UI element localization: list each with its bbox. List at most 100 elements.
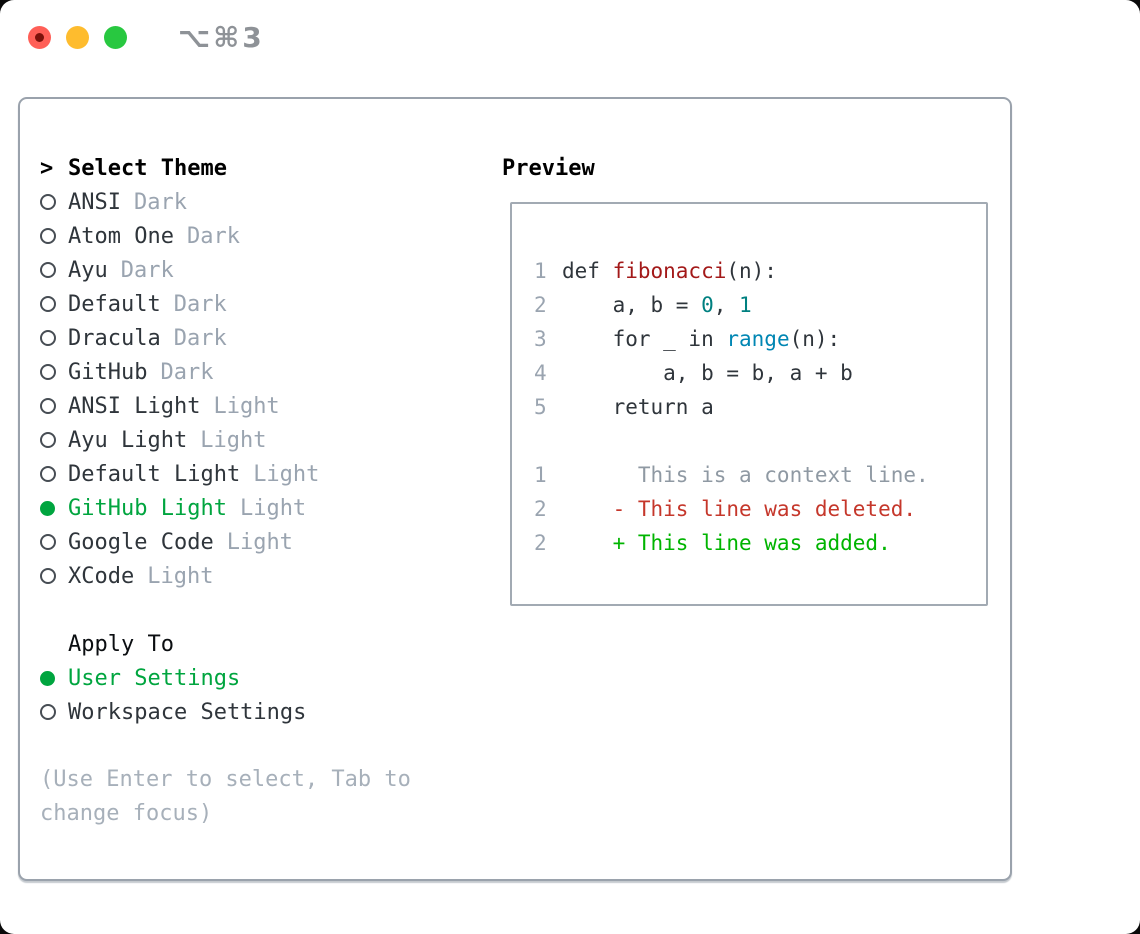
code-line: 3 for _ in range(n):: [534, 322, 986, 356]
close-button[interactable]: [28, 26, 51, 49]
radio-circle: [40, 432, 56, 448]
radio-circle: [40, 330, 56, 346]
theme-option[interactable]: Default Light Light: [40, 457, 411, 491]
theme-option[interactable]: Ayu Dark: [40, 253, 411, 287]
code-segment-builtin: range: [726, 327, 790, 351]
zoom-button[interactable]: [104, 26, 127, 49]
line-number: 1: [534, 259, 547, 283]
apply-to-option[interactable]: Workspace Settings: [40, 695, 411, 729]
code-segment-added: + This line was added.: [562, 531, 891, 555]
spacer: [40, 729, 411, 763]
option-label: Google Code: [68, 529, 214, 555]
option-label: Ayu: [68, 257, 108, 283]
option-label: XCode: [68, 563, 135, 589]
option-label: Workspace Settings: [68, 699, 307, 725]
code-segment-deleted: - This line was deleted.: [562, 497, 917, 521]
radio-unselected-icon: [40, 398, 68, 414]
hint-line-1: (Use Enter to select, Tab to: [40, 767, 411, 792]
radio-circle: [40, 262, 56, 278]
code-segment-code: (n):: [726, 259, 777, 283]
option-variant-label: Light: [239, 495, 307, 521]
radio-selected-icon: [40, 500, 68, 516]
radio-unselected-icon: [40, 534, 68, 550]
radio-circle: [40, 228, 56, 244]
spacer: [40, 593, 411, 627]
prompt-char: >: [40, 155, 54, 181]
line-number: 2: [534, 497, 547, 521]
radio-circle: [40, 296, 56, 312]
code-line: 2 - This line was deleted.: [534, 492, 986, 526]
code-line: 2 + This line was added.: [534, 526, 986, 560]
code-segment-number: 0: [701, 293, 714, 317]
radio-unselected-icon: [40, 364, 68, 380]
option-variant-label: Light: [253, 461, 320, 487]
theme-option[interactable]: GitHub Light Light: [40, 491, 411, 525]
radio-unselected-icon: [40, 704, 68, 720]
code-segment-code: (n):: [789, 327, 841, 351]
code-line: [534, 424, 986, 458]
option-variant-label: Light: [147, 563, 214, 589]
code-line: 1 This is a context line.: [534, 458, 986, 492]
code-segment-context: This is a context line.: [562, 463, 929, 487]
radio-unselected-icon: [40, 228, 68, 244]
code-line: 4 a, b = b, a + b: [534, 356, 986, 390]
option-variant-label: Dark: [120, 257, 174, 283]
option-label: Default: [68, 291, 161, 317]
window-shortcut-label: ⌥⌘3: [178, 21, 265, 54]
titlebar: ⌥⌘3: [28, 21, 265, 54]
code-segment-code: ,: [713, 293, 740, 317]
option-label: Atom One: [68, 223, 174, 249]
preview-title: Preview: [502, 155, 595, 181]
radio-circle: [40, 194, 56, 210]
radio-unselected-icon: [40, 466, 68, 482]
option-label: GitHub: [68, 359, 148, 385]
code-segment-code: a, b =: [562, 293, 702, 317]
option-label: Ayu Light: [68, 427, 188, 453]
code-segment-code: for _ in: [562, 327, 727, 351]
line-number: 5: [534, 395, 547, 419]
radio-dot: [40, 670, 55, 686]
hint-line-2: change focus): [40, 801, 213, 826]
radio-circle: [40, 534, 56, 550]
theme-option[interactable]: Ayu Light Light: [40, 423, 411, 457]
radio-unselected-icon: [40, 432, 68, 448]
radio-circle: [40, 364, 56, 380]
radio-circle: [40, 704, 56, 720]
theme-option[interactable]: XCode Light: [40, 559, 411, 593]
close-dot-icon: [35, 33, 44, 42]
radio-dot: [40, 500, 55, 516]
radio-circle: [40, 568, 56, 584]
option-variant-label: Light: [213, 393, 280, 419]
option-variant-label: Light: [200, 427, 267, 453]
option-label: GitHub Light: [68, 495, 227, 521]
code-segment-code: a, b = b, a + b: [562, 361, 853, 385]
option-variant-label: Dark: [160, 359, 214, 385]
prompt-chevron-icon: >: [40, 156, 68, 181]
apply-to-option[interactable]: User Settings: [40, 661, 411, 695]
minimize-button[interactable]: [66, 26, 89, 49]
code-line: 5 return a: [534, 390, 986, 424]
code-segment-number: 1: [739, 293, 752, 317]
option-label: Default Light: [68, 461, 241, 487]
theme-option[interactable]: GitHub Dark: [40, 355, 411, 389]
line-number: 3: [534, 327, 547, 351]
radio-unselected-icon: [40, 194, 68, 210]
code-segment-code: return a: [562, 395, 714, 419]
option-label: Dracula: [68, 325, 161, 351]
apply-to-header: Apply To: [40, 627, 411, 661]
radio-unselected-icon: [40, 330, 68, 346]
select-theme-header: > Select Theme: [40, 151, 411, 185]
